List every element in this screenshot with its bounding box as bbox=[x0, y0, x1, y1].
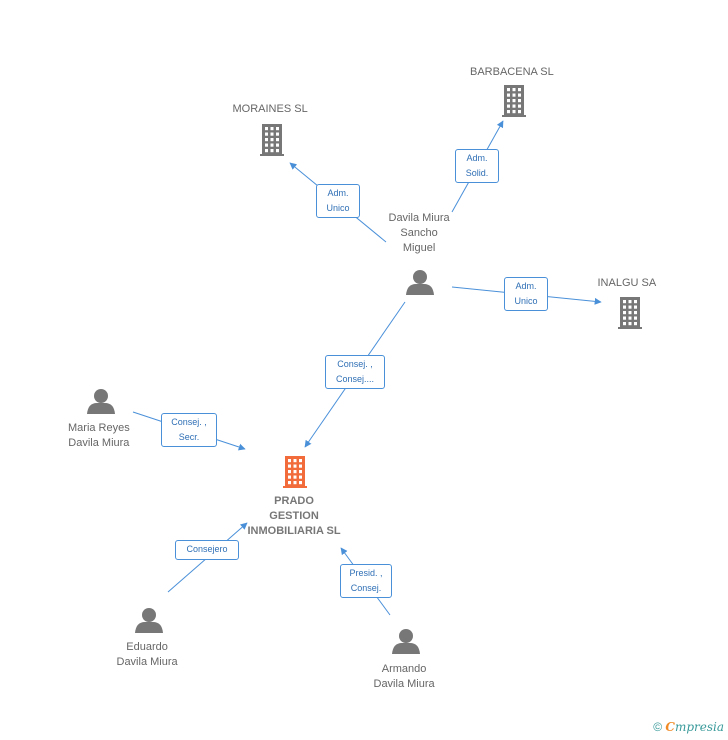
node-label-inalgu[interactable]: INALGU SA bbox=[597, 277, 657, 289]
node-label-maria[interactable]: Maria Reyes Davila Miura bbox=[68, 422, 130, 449]
edge-role-label[interactable]: Presid. , Consej. bbox=[340, 564, 392, 598]
building-icon[interactable] bbox=[502, 85, 526, 117]
edge-role-label[interactable]: Consej. , Consej.... bbox=[325, 355, 385, 389]
node-label-davila_sancho[interactable]: Davila Miura Sancho Miguel bbox=[388, 212, 450, 254]
copyright-symbol: © bbox=[653, 720, 663, 734]
edge-role-label[interactable]: Adm. Unico bbox=[504, 277, 548, 311]
building-icon[interactable] bbox=[260, 124, 284, 156]
node-label-eduardo[interactable]: Eduardo Davila Miura bbox=[116, 641, 178, 668]
person-icon[interactable] bbox=[392, 629, 420, 654]
node-label-barbacena[interactable]: BARBACENA SL bbox=[470, 66, 554, 78]
edge-role-label[interactable]: Consej. , Secr. bbox=[161, 413, 217, 447]
edge-role-label[interactable]: Consejero bbox=[175, 540, 239, 560]
edge-role-label[interactable]: Adm. Solid. bbox=[455, 149, 499, 183]
node-label-moraines[interactable]: MORAINES SL bbox=[232, 103, 308, 115]
node-label-armando[interactable]: Armando Davila Miura bbox=[373, 663, 435, 690]
building-icon[interactable] bbox=[283, 456, 307, 488]
footer-brand[interactable]: © Cmpresia bbox=[653, 720, 724, 734]
edge-role-label[interactable]: Adm. Unico bbox=[316, 184, 360, 218]
person-icon[interactable] bbox=[135, 608, 163, 633]
person-icon[interactable] bbox=[406, 270, 434, 295]
person-icon[interactable] bbox=[87, 389, 115, 414]
building-icon[interactable] bbox=[618, 297, 642, 329]
empresia-logo: Cmpresia bbox=[665, 720, 724, 734]
node-label-prado[interactable]: PRADO GESTION INMOBILIARIA SL bbox=[247, 495, 341, 537]
